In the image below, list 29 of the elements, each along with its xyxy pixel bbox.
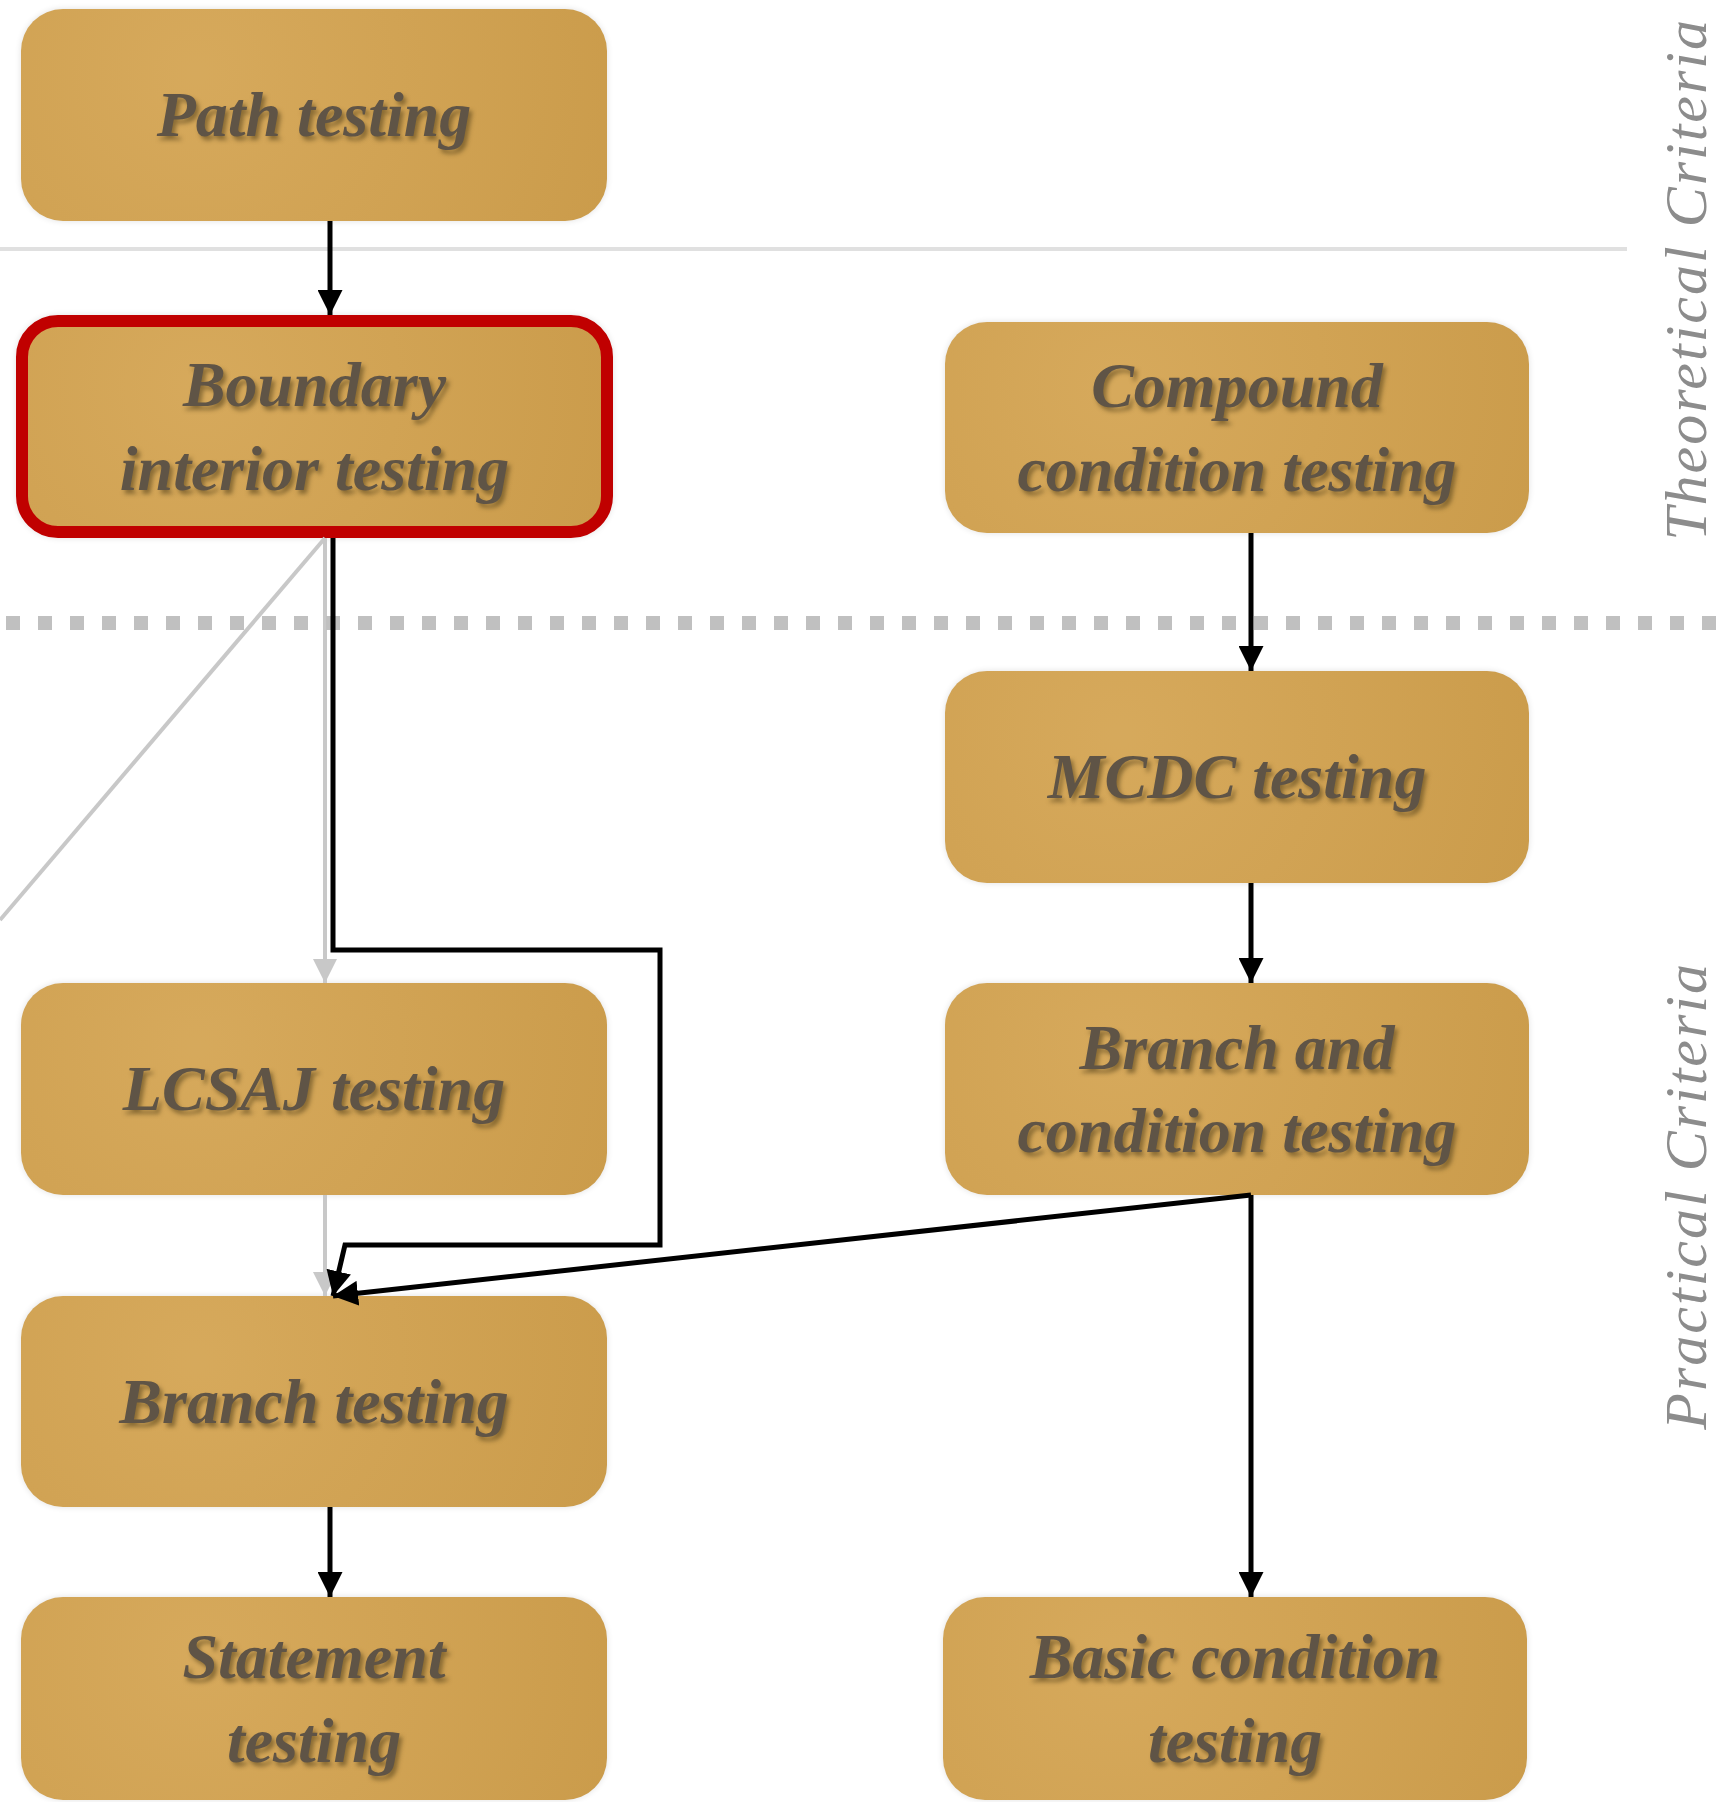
process-box — [21, 983, 607, 1195]
process-box — [945, 671, 1529, 883]
connector-line — [0, 536, 327, 922]
node-label: Basic condition testing — [1028, 1620, 1442, 1778]
node-label: Branch testing — [117, 1364, 510, 1439]
node-label: Path testing — [155, 78, 473, 153]
process-box — [21, 1296, 607, 1507]
process-box — [945, 322, 1529, 533]
node-label: LCSAJ testing — [121, 1052, 507, 1127]
node-label: Statement testing — [181, 1620, 448, 1778]
arrow — [326, 538, 663, 1297]
highlighted-process-box — [16, 315, 613, 538]
node-label: Branch and condition testing — [1016, 1010, 1458, 1168]
arrow — [1238, 533, 1264, 671]
process-box — [21, 1597, 607, 1800]
arrow — [313, 538, 337, 983]
arrow — [1238, 883, 1264, 983]
section-label: Theoretical Criteria — [1652, 18, 1720, 541]
process-box — [943, 1597, 1527, 1800]
process-box — [21, 9, 607, 221]
arrow — [317, 221, 343, 315]
section-label: Practical Criteria — [1652, 962, 1720, 1430]
arrow — [332, 1192, 1252, 1306]
process-box — [945, 983, 1529, 1195]
node-label: MCDC testing — [1046, 740, 1428, 815]
arrow — [1238, 1195, 1264, 1597]
node-label: Compound condition testing — [1016, 349, 1458, 507]
node-label: Boundary interior testing — [118, 348, 511, 506]
arrow — [317, 1507, 343, 1597]
